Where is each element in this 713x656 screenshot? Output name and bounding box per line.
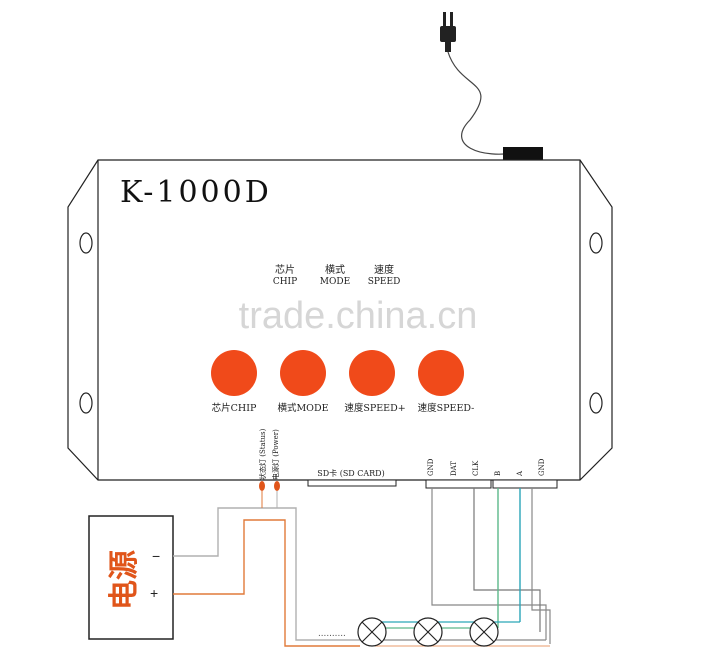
terminal-right-a: A: [516, 470, 524, 477]
svg-text:横式: 横式: [325, 263, 345, 276]
terminal-block-right: [492, 479, 558, 489]
speed-up-button[interactable]: [349, 350, 395, 396]
power-supply-box: [88, 515, 174, 640]
power-plug-icon: [440, 12, 521, 155]
sd-card-slot[interactable]: [307, 479, 397, 487]
speed-down-button[interactable]: [418, 350, 464, 396]
mount-hole-top-left: [79, 232, 93, 254]
top-label-chip: 芯片 CHIP: [273, 263, 297, 287]
terminal-left-clk: CLK: [472, 460, 480, 476]
svg-text:SPEED: SPEED: [368, 277, 401, 287]
svg-text:CHIP: CHIP: [273, 277, 297, 287]
led-pixel-icon: [469, 617, 499, 647]
led-pixel-icon: [357, 617, 387, 647]
power-led: [274, 481, 280, 491]
mount-hole-bottom-right: [589, 392, 603, 414]
watermark: trade.china.cn: [239, 295, 478, 337]
power-supply-minus: −: [152, 548, 160, 564]
terminal-right-b: B: [494, 471, 502, 476]
terminal-left-dat: DAT: [450, 461, 458, 476]
top-label-speed: 速度 SPEED: [368, 263, 401, 287]
status-led-label: 状态灯 (Status): [258, 428, 267, 480]
clk-wire: [473, 488, 541, 632]
power-supply-title: 电源: [107, 550, 142, 610]
model-title: K-1000D: [120, 175, 272, 210]
speed-up-button-label: 速度SPEED+: [344, 402, 405, 414]
speed-down-button-label: 速度SPEED-: [418, 402, 475, 414]
sd-card-label: SD卡 (SD CARD): [317, 468, 384, 478]
chain-continuation-dots: ..........: [318, 628, 346, 639]
mount-hole-bottom-left: [79, 392, 93, 414]
terminal-block-left: [425, 479, 492, 489]
chip-button[interactable]: [211, 350, 257, 396]
positive-wire: [173, 519, 360, 647]
svg-text:MODE: MODE: [320, 277, 350, 287]
svg-text:芯片: 芯片: [275, 263, 295, 276]
svg-text:速度: 速度: [374, 263, 394, 276]
status-led: [259, 481, 265, 491]
terminal-left-gnd: GND: [427, 458, 435, 476]
power-supply-plus: +: [150, 585, 158, 601]
mode-button[interactable]: [280, 350, 326, 396]
gnd-wire: [431, 488, 547, 640]
mode-button-label: 横式MODE: [277, 402, 328, 414]
led-pixel-icon: [413, 617, 443, 647]
mount-hole-top-right: [589, 232, 603, 254]
power-led-label: 电源灯 (Power): [271, 429, 280, 480]
top-label-mode: 横式 MODE: [320, 263, 350, 287]
power-cord-strain-relief: [503, 147, 543, 160]
negative-wire: [173, 507, 360, 641]
controller-enclosure: [67, 159, 613, 481]
terminal-right-gnd: GND: [538, 458, 546, 476]
chip-button-label: 芯片CHIP: [212, 402, 257, 414]
